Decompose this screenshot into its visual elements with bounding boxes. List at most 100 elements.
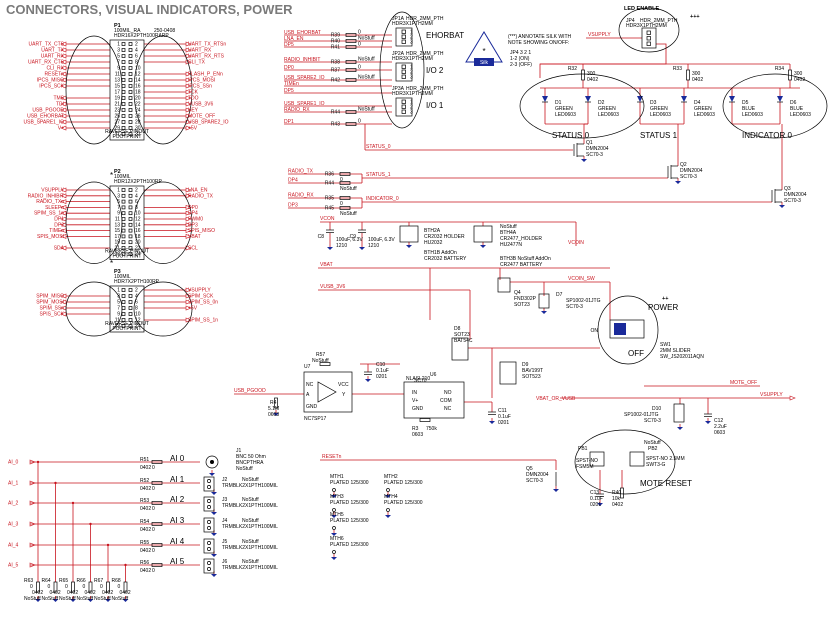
ai-net-label: AI_0 — [8, 460, 19, 466]
jumper-pin — [401, 34, 406, 39]
bat-ns: NoStuff — [500, 224, 517, 230]
pin-number: 2 — [135, 288, 138, 294]
mounting-hole-ref: MTH6 — [330, 536, 344, 542]
vsupply-out-net: VSUPPLY — [760, 392, 783, 398]
pin-left — [121, 217, 126, 221]
asterisk: * — [110, 171, 113, 180]
pin-number: 18 — [135, 234, 141, 240]
pin-left — [121, 48, 126, 52]
ground-icon — [209, 473, 215, 476]
jumper-net-label: USB_EHORBAT — [284, 30, 321, 36]
pin-number: 7 — [117, 205, 120, 211]
net-port-icon — [60, 101, 67, 107]
leds-ellipse-right — [722, 73, 828, 139]
connector-ref: J2 — [222, 477, 228, 483]
ground-icon — [52, 599, 59, 602]
bat-ref: BTH4A — [500, 230, 517, 236]
fet-pkg: SC70-3 — [586, 152, 603, 158]
net-label: TCK — [188, 90, 199, 96]
net-label: TDI — [56, 102, 64, 108]
resistor-value: NoStuff — [340, 186, 357, 192]
ind-net-label: INDICATOR_0 — [366, 196, 399, 202]
net-port-icon — [60, 204, 67, 210]
pin-number: 4 — [135, 294, 138, 300]
jumper-resistor — [345, 110, 357, 114]
pin-left — [121, 211, 126, 216]
net-label: UART_TX_RTSn — [188, 42, 226, 48]
net-label: RADIO_TXn — [36, 199, 64, 205]
junction-dot — [124, 563, 127, 567]
net-label: IPCS_SCK — [39, 84, 64, 90]
buffer-icon — [317, 381, 337, 403]
net-label: IPCS_SSn — [188, 84, 212, 90]
led-rail — [539, 43, 667, 78]
pin-number: 8 — [135, 60, 138, 66]
d9-part: BAV199T — [522, 368, 543, 374]
jumper-body — [395, 97, 413, 117]
sw1-ref: SW1 — [660, 342, 671, 348]
junction-dot — [89, 522, 92, 526]
net-label: TMS — [53, 96, 64, 102]
ground-icon — [385, 495, 391, 498]
fet-pkg: SC70-3 — [680, 174, 697, 180]
slide-switch-body — [609, 319, 645, 339]
pin-number: 9 — [117, 211, 120, 217]
connector-ns: NoStuff — [242, 477, 259, 483]
net-label: VBAT — [188, 234, 201, 240]
pin-number: 32 — [135, 132, 141, 138]
p2-footprint: FOOTPRINT — [113, 254, 142, 260]
p3-right-ellipse — [133, 281, 193, 337]
led-ref: D6 — [790, 100, 797, 106]
net-port-icon — [60, 65, 67, 71]
led-pkg: LED0603 — [555, 112, 576, 118]
net-port-icon — [60, 293, 67, 299]
pin-right — [128, 66, 133, 70]
pin-number: 5 — [117, 199, 120, 205]
net-port-icon — [60, 193, 67, 199]
led-resistor — [686, 69, 690, 81]
jumper-net-label: DP0 — [284, 65, 294, 71]
bottom-resistor-pkg: 0402 — [32, 590, 43, 596]
d7-ref: D7 — [556, 292, 563, 298]
pin-number: 3 — [117, 193, 120, 199]
ground-icon — [597, 503, 603, 506]
pin-number: 24 — [135, 251, 141, 257]
net-port-icon — [185, 287, 192, 293]
led-icon — [681, 96, 687, 102]
pin-right — [128, 96, 133, 100]
ground-icon — [331, 515, 337, 518]
pin-right — [128, 300, 133, 304]
pin-number: 2 — [135, 188, 138, 194]
r4-pkg: 0603 — [268, 412, 279, 418]
pin-left — [121, 66, 126, 70]
net-label: V+ — [58, 126, 64, 132]
pin-right — [128, 199, 133, 204]
bottom-resistor-ns: NoStuff — [24, 596, 41, 602]
net-label: SDA — [54, 246, 65, 252]
jumper-pin-number: 1 — [410, 30, 413, 36]
pin-number: 16 — [135, 84, 141, 90]
bottom-resistor-ref: R68 — [112, 578, 121, 584]
pin-number: 8 — [135, 306, 138, 312]
u7-pin: GND — [306, 404, 318, 410]
ai-resistor-value: 0 — [152, 486, 155, 492]
d8-part: SOT23 — [454, 332, 470, 338]
bottom-resistor — [123, 581, 128, 593]
net-label: DP2 — [54, 222, 64, 228]
pin-left — [121, 318, 126, 322]
pin-right — [128, 246, 133, 250]
pin-right — [128, 222, 133, 227]
terminal-screw-icon — [207, 505, 211, 509]
net-port-icon — [60, 107, 67, 113]
net-label: VSUPPLY — [188, 288, 211, 294]
net-label: CLI_TX — [188, 60, 206, 66]
resistor-ref: R42 — [331, 78, 340, 84]
connector-ref: J4 — [222, 518, 228, 524]
pin-left — [121, 84, 126, 88]
net-port-icon — [185, 101, 192, 107]
pin-number: 19 — [114, 96, 120, 102]
pin-number: 13 — [114, 78, 120, 84]
fet-pkg: SC70-3 — [784, 198, 801, 204]
resistor-ref: R34 — [775, 66, 784, 72]
net-label: SPIM_SS_1n — [188, 318, 218, 324]
